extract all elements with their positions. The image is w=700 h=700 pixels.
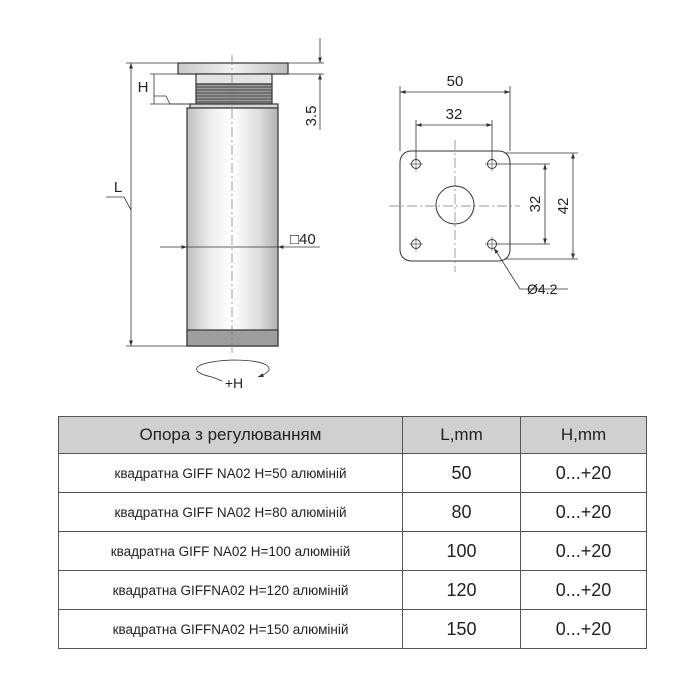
- hole-spacing-y-label: 32: [527, 196, 544, 213]
- mounting-plate: [177, 62, 289, 75]
- column-header-length: L,mm: [402, 416, 521, 454]
- rotation-label: +H: [225, 375, 243, 391]
- column-header-name: Опора з регулюванням: [58, 416, 403, 454]
- row-length: 100: [402, 531, 521, 571]
- hole-spacing-x-label: 32: [446, 106, 463, 123]
- foot-cap: [186, 329, 279, 347]
- table-row: квадратна GIFF NA02 H=80 алюміній 80 0..…: [58, 492, 647, 532]
- row-name: квадратна GIFFNA02 H=120 алюміній: [58, 570, 403, 610]
- hole-diameter-label: Ø4.2: [527, 281, 558, 297]
- height-dim-label: 42: [555, 198, 572, 215]
- h-dim-label: H: [138, 79, 149, 96]
- table-row: квадратна GIFF NA02 H=100 алюміній 100 0…: [58, 531, 647, 571]
- row-name: квадратна GIFFNA02 H=150 алюміній: [58, 609, 403, 649]
- row-length: 80: [402, 492, 521, 532]
- row-length: 50: [402, 453, 521, 493]
- row-adjustment: 0...+20: [520, 609, 647, 649]
- row-length: 120: [402, 570, 521, 610]
- top-view: 50 32 32 42 Ø4.2: [389, 73, 578, 297]
- row-adjustment: 0...+20: [520, 453, 647, 493]
- side-view: 3.5 H L □40 +H: [106, 38, 324, 391]
- spec-table: Опора з регулюванням L,mm H,mm квадратна…: [58, 416, 647, 649]
- thread-dim-label: 3.5: [303, 106, 320, 127]
- table-row: квадратна GIFFNA02 H=120 алюміній 120 0.…: [58, 570, 647, 610]
- rotation-arrow-icon: [196, 359, 270, 382]
- width-dim-label: 50: [447, 73, 464, 90]
- section-dim-label: □40: [290, 231, 316, 248]
- table-header-row: Опора з регулюванням L,mm H,mm: [58, 416, 647, 454]
- row-length: 150: [402, 609, 521, 649]
- column-header-adjustment: H,mm: [520, 416, 647, 454]
- technical-drawing: 3.5 H L □40 +H: [106, 38, 578, 391]
- center-hole: [435, 185, 475, 225]
- table-row: квадратна GIFF NA02 H=50 алюміній 50 0..…: [58, 453, 647, 493]
- row-adjustment: 0...+20: [520, 492, 647, 532]
- row-adjustment: 0...+20: [520, 531, 647, 571]
- row-name: квадратна GIFF NA02 H=80 алюміній: [58, 492, 403, 532]
- leg-body: [186, 107, 279, 347]
- mounting-holes: [409, 157, 499, 251]
- row-name: квадратна GIFF NA02 H=50 алюміній: [58, 453, 403, 493]
- row-name: квадратна GIFF NA02 H=100 алюміній: [58, 531, 403, 571]
- collar: [195, 73, 273, 85]
- thread: [195, 83, 273, 105]
- row-adjustment: 0...+20: [520, 570, 647, 610]
- l-dim-label: L: [114, 179, 122, 196]
- table-row: квадратна GIFFNA02 H=150 алюміній 150 0.…: [58, 609, 647, 649]
